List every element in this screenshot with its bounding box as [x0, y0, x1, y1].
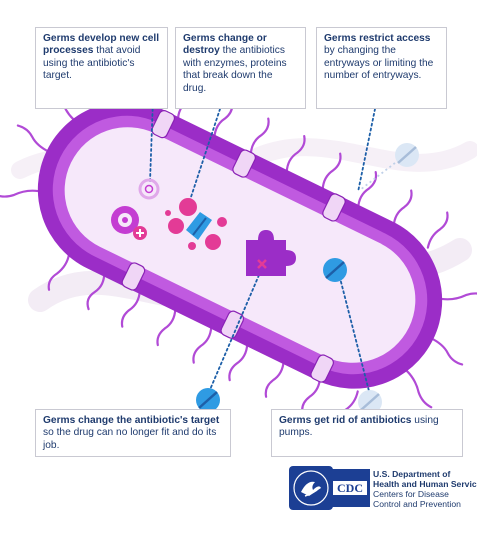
callout-pumps-bold: Germs get rid of antibiotics: [279, 415, 412, 426]
pill-icon: [395, 143, 419, 167]
pill-icon: [358, 390, 382, 414]
entryway-channels: [121, 110, 346, 383]
enzyme-icon: [165, 198, 227, 250]
hhs-line-2: Health and Human Services: [373, 479, 477, 490]
callout-pumps: Germs get rid of antibiotics using pumps…: [271, 409, 463, 457]
puzzle-target-icon: [246, 230, 296, 276]
hhs-line-1: U.S. Department of: [373, 469, 451, 479]
callout-pumps-text: using pumps.: [279, 415, 439, 439]
callout-develop-text: that avoid using the antibiotic's target…: [43, 45, 141, 82]
flagella: [0, 67, 477, 428]
cdc-logo[interactable]: CDC: [330, 469, 370, 507]
restrict-path: [359, 162, 396, 191]
callout-restrict-text: by changing the entryways or limiting th…: [324, 45, 434, 82]
callout-destroy-antibiotics: Germs change or destroy the antibiotics …: [175, 27, 306, 109]
process-target-circle: [138, 178, 160, 200]
cdc-line-2: Control and Prevention: [373, 499, 461, 510]
agency-footer: CDC U.S. Department of Health and Human …: [289, 466, 477, 514]
callout-develop-bold: Germs develop new cell processes: [43, 33, 160, 57]
callout-develop-processes: Germs develop new cell processes that av…: [35, 27, 168, 109]
hhs-eagle-logo[interactable]: [289, 466, 333, 510]
callout-target-bold: Germs change the antibiotic's target: [43, 415, 220, 426]
cytoplasm: [64, 127, 416, 363]
callout-change-target: Germs change the antibiotic's target so …: [35, 409, 231, 457]
callout-restrict-access: Germs restrict access by changing the en…: [316, 27, 447, 109]
agency-text: U.S. Department of Health and Human Serv…: [373, 469, 477, 510]
svg-text:CDC: CDC: [337, 481, 363, 495]
callout-destroy-text: the antibiotics with enzymes, proteins t…: [183, 45, 287, 94]
cdc-line-1: Centers for Disease: [373, 489, 449, 500]
callout-target-text: so the drug can no longer fit and do its…: [43, 427, 217, 451]
pill-icon: [196, 388, 220, 412]
callout-destroy-bold: Germs change or destroy: [183, 33, 267, 57]
callout-restrict-bold: Germs restrict access: [324, 33, 431, 44]
target-process-icon: [111, 206, 147, 240]
connector-lines: [149, 98, 376, 396]
pill-icon: [323, 258, 347, 282]
